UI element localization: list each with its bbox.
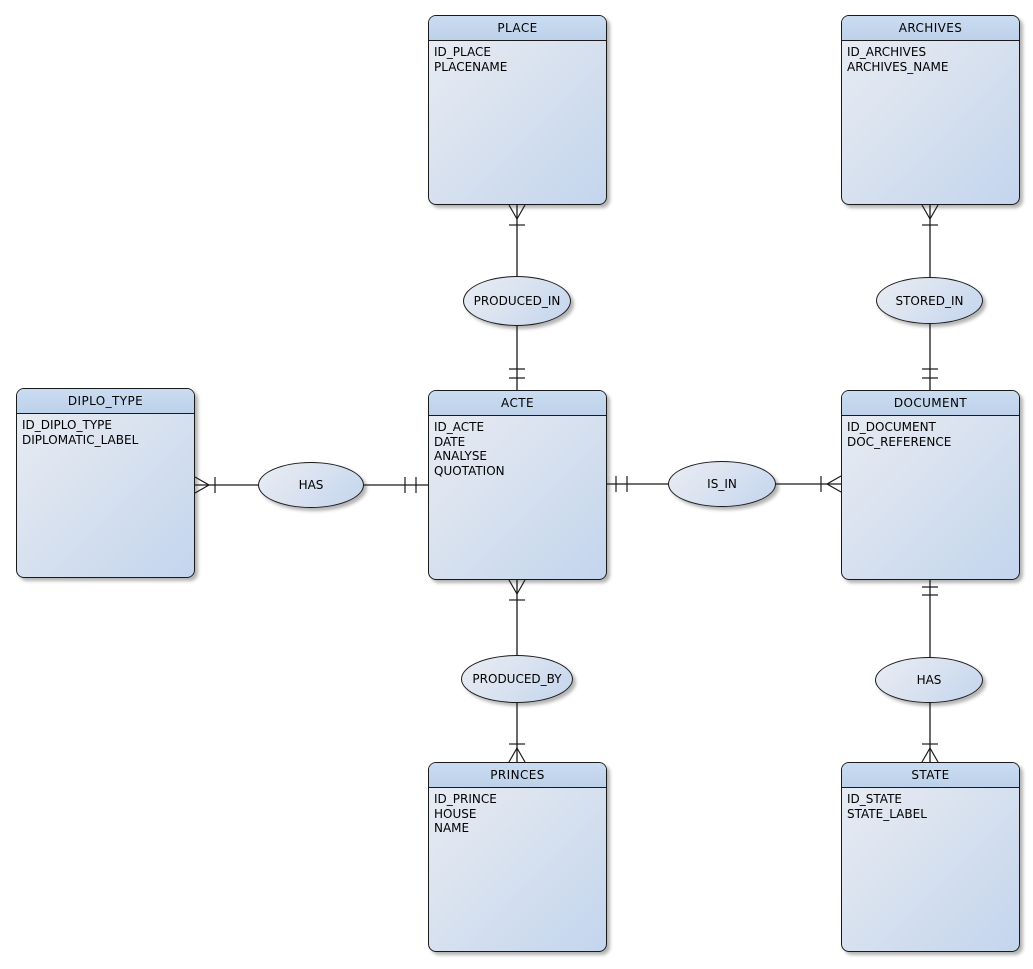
attribute: ARCHIVES_NAME <box>847 59 949 74</box>
relationship-label: PRODUCED_IN <box>473 294 561 308</box>
crows-foot-princes <box>508 747 526 763</box>
cardinality-double-bar-document <box>922 368 938 379</box>
relationship-has-state[interactable]: HAS <box>875 657 983 703</box>
relationship-produced-in[interactable]: PRODUCED_IN <box>463 276 571 326</box>
crows-foot-acte <box>508 579 526 595</box>
attribute: HOUSE <box>434 806 477 821</box>
relationship-label: HAS <box>298 478 324 492</box>
entity-attributes: ID_DIPLO_TYPE DIPLOMATIC_LABEL <box>17 414 194 451</box>
attribute: NAME <box>434 821 470 835</box>
relationship-stored-in[interactable]: STORED_IN <box>876 277 983 324</box>
attribute: STATE_LABEL <box>847 806 927 821</box>
entity-attributes: ID_PLACE PLACENAME <box>429 41 606 78</box>
entity-attributes: ID_DOCUMENT DOC_REFERENCE <box>842 416 1019 453</box>
entity-princes[interactable]: PRINCES ID_PRINCE HOUSE NAME <box>428 762 607 952</box>
attribute: DIPLOMATIC_LABEL <box>22 432 139 447</box>
entity-attributes: ID_ARCHIVES ARCHIVES_NAME <box>842 41 1019 78</box>
cardinality-double-bar-acte <box>509 368 525 379</box>
attribute: ID_PLACE <box>434 45 491 59</box>
entity-place[interactable]: PLACE ID_PLACE PLACENAME <box>428 15 607 205</box>
entity-title: DOCUMENT <box>842 391 1019 416</box>
entity-title: DIPLO_TYPE <box>17 389 194 414</box>
attribute: PLACENAME <box>434 59 508 74</box>
entity-state[interactable]: STATE ID_STATE STATE_LABEL <box>841 762 1020 952</box>
entity-title: STATE <box>842 763 1019 788</box>
entity-title: ARCHIVES <box>842 16 1019 41</box>
attribute: DOC_REFERENCE <box>847 434 952 449</box>
relationship-label: HAS <box>916 673 942 687</box>
cardinality-double-bar-acte <box>404 477 417 493</box>
entity-diplo-type[interactable]: DIPLO_TYPE ID_DIPLO_TYPE DIPLOMATIC_LABE… <box>16 388 195 578</box>
crows-foot-archives <box>921 204 939 220</box>
relationship-label: STORED_IN <box>895 293 964 308</box>
entity-title: PLACE <box>429 16 606 41</box>
attribute: DATE <box>434 434 466 449</box>
relationship-label: PRODUCED_BY <box>472 672 562 686</box>
crows-foot-state <box>921 747 939 763</box>
crows-foot-document <box>826 475 842 493</box>
relationship-label: IS_IN <box>707 477 737 491</box>
cardinality-double-bar-document <box>922 586 938 596</box>
attribute: ID_PRINCE <box>434 792 497 806</box>
entity-attributes: ID_PRINCE HOUSE NAME <box>429 788 606 840</box>
relationship-is-in[interactable]: IS_IN <box>668 461 776 507</box>
crows-foot-place <box>508 204 526 220</box>
attribute: ID_STATE <box>847 792 902 806</box>
entity-title: ACTE <box>429 391 606 416</box>
entity-archives[interactable]: ARCHIVES ID_ARCHIVES ARCHIVES_NAME <box>841 15 1020 205</box>
entity-title: PRINCES <box>429 763 606 788</box>
attribute: ID_ARCHIVES <box>847 45 927 59</box>
relationship-has-diplo-type[interactable]: HAS <box>258 462 364 508</box>
attribute: QUOTATION <box>434 463 505 478</box>
attribute: ID_DIPLO_TYPE <box>22 418 112 432</box>
attribute: ANALYSE <box>434 449 488 463</box>
entity-attributes: ID_STATE STATE_LABEL <box>842 788 1019 825</box>
entity-document[interactable]: DOCUMENT ID_DOCUMENT DOC_REFERENCE <box>841 390 1020 580</box>
attribute: ID_ACTE <box>434 420 485 434</box>
entity-acte[interactable]: ACTE ID_ACTE DATE ANALYSE QUOTATION <box>428 390 607 580</box>
attribute: ID_DOCUMENT <box>847 420 936 434</box>
relationship-produced-by[interactable]: PRODUCED_BY <box>461 655 573 703</box>
entity-attributes: ID_ACTE DATE ANALYSE QUOTATION <box>429 416 606 482</box>
crows-foot-diplo-type <box>194 476 210 494</box>
cardinality-double-bar-acte <box>615 476 628 492</box>
